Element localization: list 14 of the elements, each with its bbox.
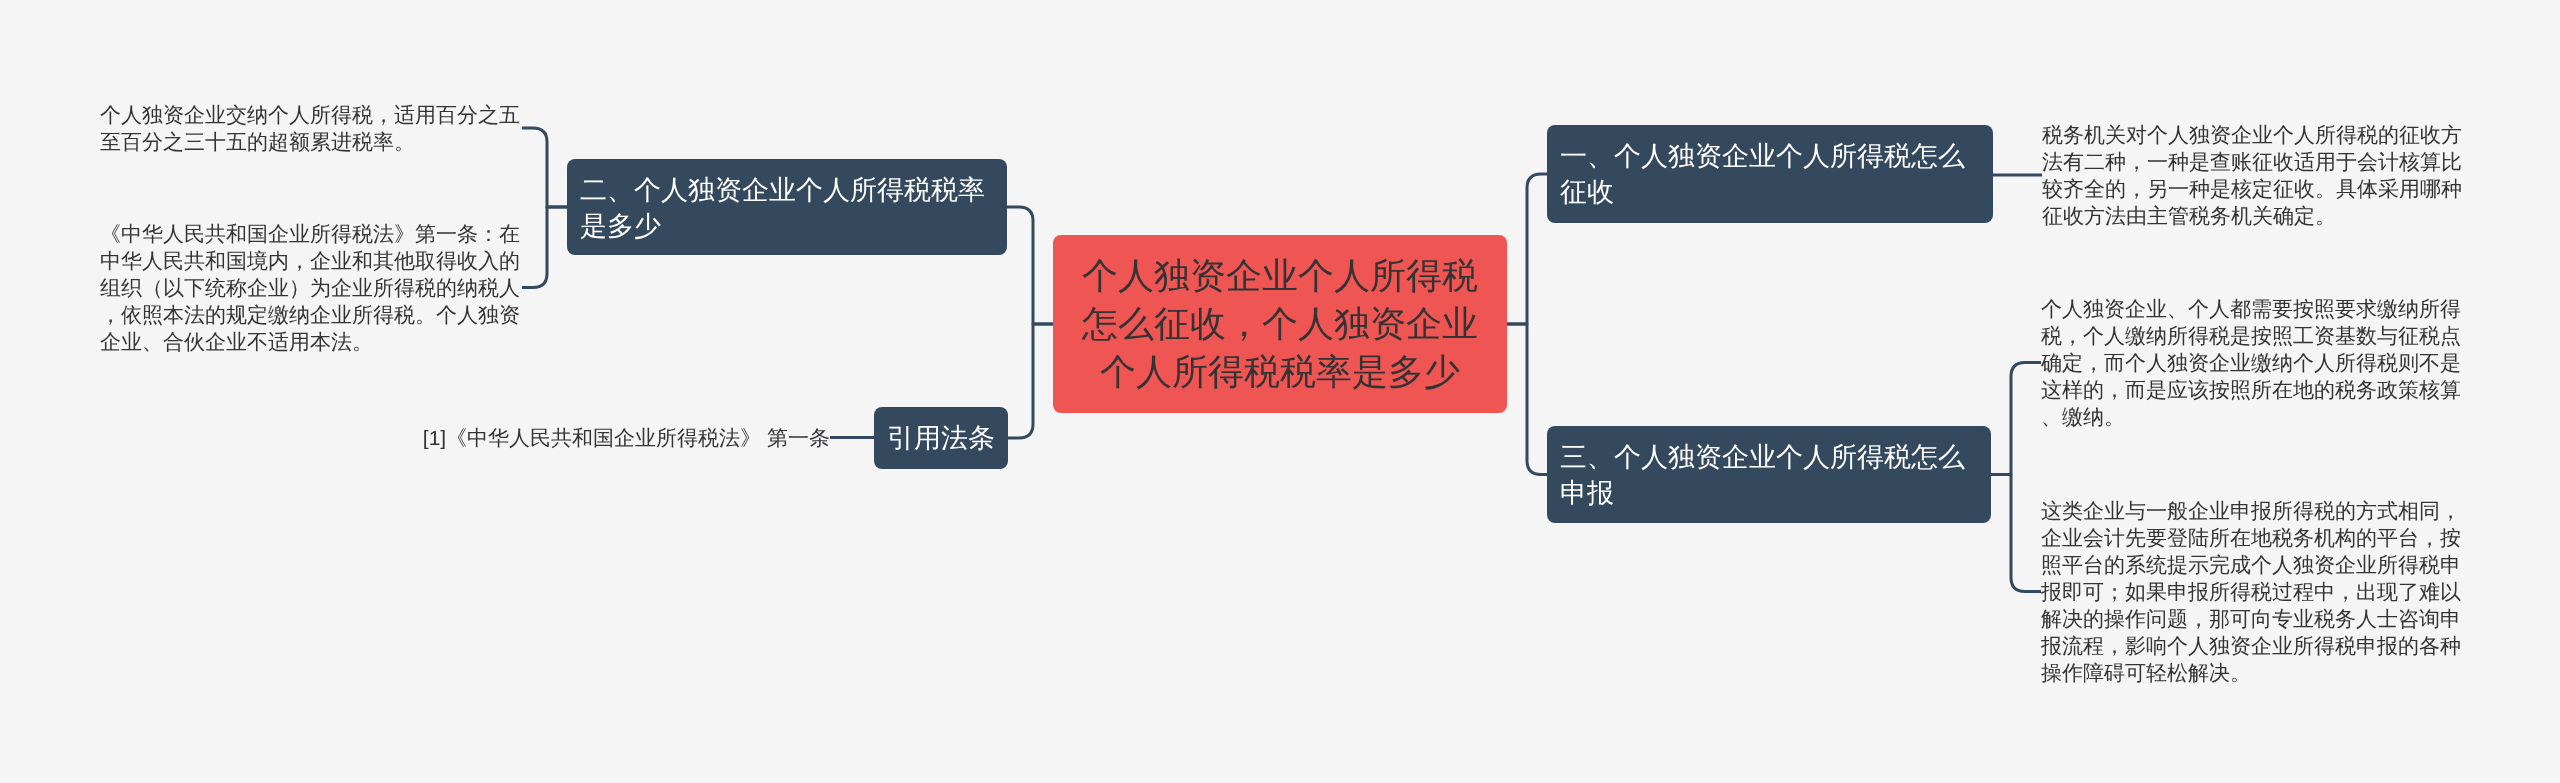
note-text: 个人独资企业、个人都需要按照要求缴纳所得税，个人缴纳所得税是按照工资基数与征税点确定，而个人独资企业缴纳个人所得税则不是这样的，而是应该按照所在地的税务政策核算、缴纳。 bbox=[2041, 295, 2463, 430]
topic-box: 二、个人独资企业个人所得税税率是多少 bbox=[567, 159, 1007, 255]
note-text: 这类企业与一般企业申报所得税的方式相同，企业会计先要登陆所在地税务机构的平台，按照平台的系统提示完成个人独资企业所得税申报即可；如果申报所得税过程中，出现了难以解决的操作问题，那可向专业税务人士咨询申报流程，影响个人独资企业所得税申报的各种操作障碍可轻松解决。 bbox=[2041, 497, 2463, 686]
citation-text: [1]《中华人民共和国企业所得税法》 第一条 bbox=[422, 424, 830, 451]
note-text: 个人独资企业交纳个人所得税，适用百分之五至百分之三十五的超额累进税率。 bbox=[100, 101, 522, 155]
connector-line bbox=[1008, 322, 1053, 440]
note-text: 《中华人民共和国企业所得税法》第一条：在中华人民共和国境内，企业和其他取得收入的组织（以下统称企业）为企业所得税的纳税人，依照本法的规定缴纳企业所得税。个人独资企业、合伙企业不适用本法。 bbox=[100, 220, 522, 355]
connector-line bbox=[830, 436, 874, 439]
connector-line bbox=[1993, 173, 2042, 177]
note-text: 税务机关对个人独资企业个人所得税的征收方法有二种，一种是查账征收适用于会计核算比较齐全的，另一种是核定征收。具体采用哪种征收方法由主管税务机关确定。 bbox=[2042, 121, 2464, 229]
central-topic-box: 个人独资企业个人所得税怎么征收，个人独资企业个人所得税税率是多少 bbox=[1053, 235, 1507, 413]
topic-box: 三、个人独资企业个人所得税怎么申报 bbox=[1547, 426, 1991, 523]
topic-box: 引用法条 bbox=[874, 407, 1008, 469]
topic-box: 一、个人独资企业个人所得税怎么征收 bbox=[1547, 125, 1993, 223]
